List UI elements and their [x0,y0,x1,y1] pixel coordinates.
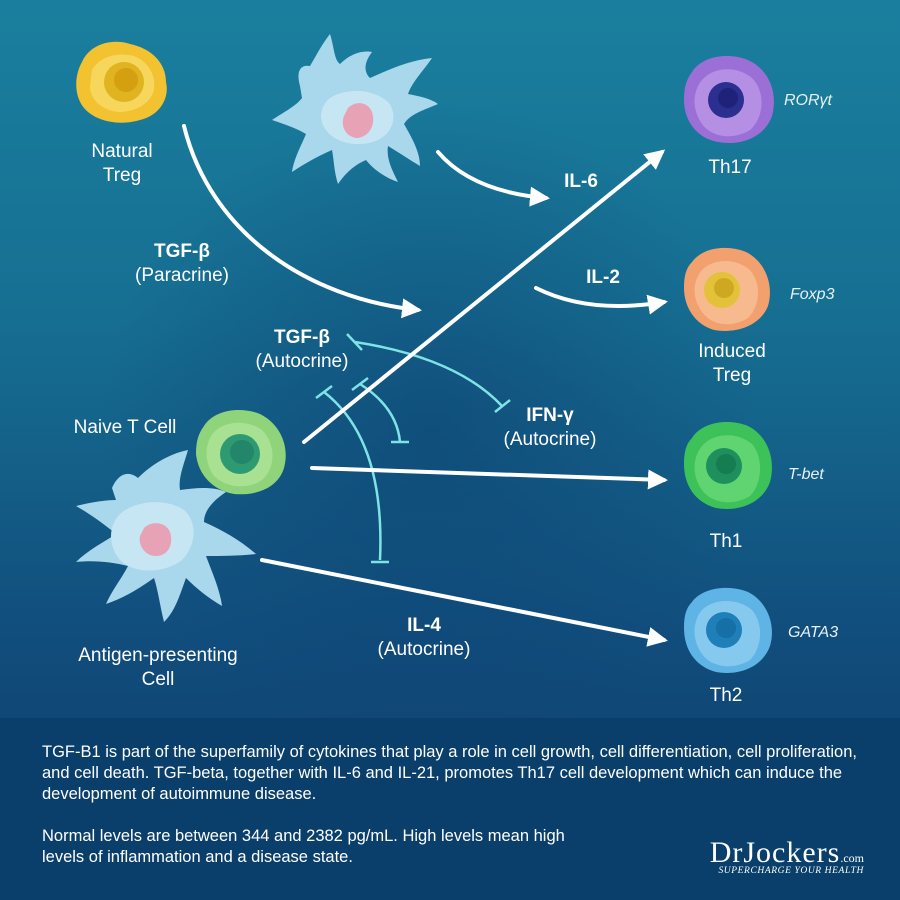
footer-paragraph-1: TGF-B1 is part of the superfamily of cyt… [42,743,857,803]
il6-arrow [436,150,550,207]
naive-t-cell-label: Naive T Cell [73,417,177,438]
il4-type: (Autocrine) [377,639,471,660]
gene-tbet: T-bet [788,466,824,483]
tgf-autocrine-label: TGF-β (Autocrine) [240,326,364,374]
th2-arrow [260,558,668,647]
inhibition-bar [351,377,369,391]
th2-label: Th2 [709,685,743,706]
il6-label: IL-6 [564,171,598,192]
gene-gata3: GATA3 [788,624,839,641]
natural-treg-label: Natural Treg [91,141,153,186]
signal-arrows [182,124,668,647]
background-glow [100,100,760,760]
natural-treg-cell [76,41,167,123]
drjockers-logo: DrJockers.com SUPERCHARGE YOUR HEALTH [710,836,864,876]
ifn-tgf-inhibition [359,382,402,443]
th17-arrow [302,149,666,444]
th17-label: Th17 [708,157,752,178]
th1-arrow [310,466,668,490]
tgf-autocrine-name: TGF-β [274,327,330,348]
tgf-paracrine-arrow [182,124,422,319]
logo-tagline: SUPERCHARGE YOUR HEALTH [718,866,864,876]
inhibition-bar [315,385,333,399]
inhibition-lines [315,333,511,564]
induced-treg-label: Induced Treg [698,341,766,386]
tgf-paracrine-type: (Paracrine) [135,265,229,286]
induced-treg-cell [684,247,770,331]
tgf-paracrine-label: TGF-β (Paracrine) [120,240,244,288]
logo-suffix: .com [840,851,864,865]
logo-brand: DrJockers.com [710,836,864,870]
ifn-name: IFN-γ [526,405,574,426]
il4-inhibition [323,391,382,561]
ifn-label: IFN-γ (Autocrine) [488,404,612,452]
logo-brand-text: DrJockers [709,836,841,869]
tgf-autocrine-type: (Autocrine) [255,351,349,372]
tgf-ifn-inhibition [354,340,503,407]
il4-label: IL-4 (Autocrine) [362,614,486,662]
il2-arrow [534,286,668,315]
apc-label: Antigen-presenting Cell [78,645,238,690]
th17-cell [684,56,774,143]
gene-rorgt: RORγt [784,92,832,109]
ifn-type: (Autocrine) [503,429,597,450]
il2-label: IL-2 [586,267,620,288]
inhibition-bar [494,399,511,413]
gene-foxp3: Foxp3 [790,286,835,303]
th1-label: Th1 [709,531,743,552]
th1-cell [684,422,772,509]
info-footer: TGF-B1 is part of the superfamily of cyt… [0,718,900,900]
inhibition-bar [346,333,363,351]
il4-name: IL-4 [407,615,441,636]
dendritic-cell-top [272,34,438,184]
th2-cell [684,587,772,673]
apc-cell [76,450,256,622]
footer-paragraph-2: Normal levels are between 344 and 2382 p… [42,827,565,866]
naive-t-cell [196,410,286,495]
tgf-paracrine-name: TGF-β [154,241,210,262]
